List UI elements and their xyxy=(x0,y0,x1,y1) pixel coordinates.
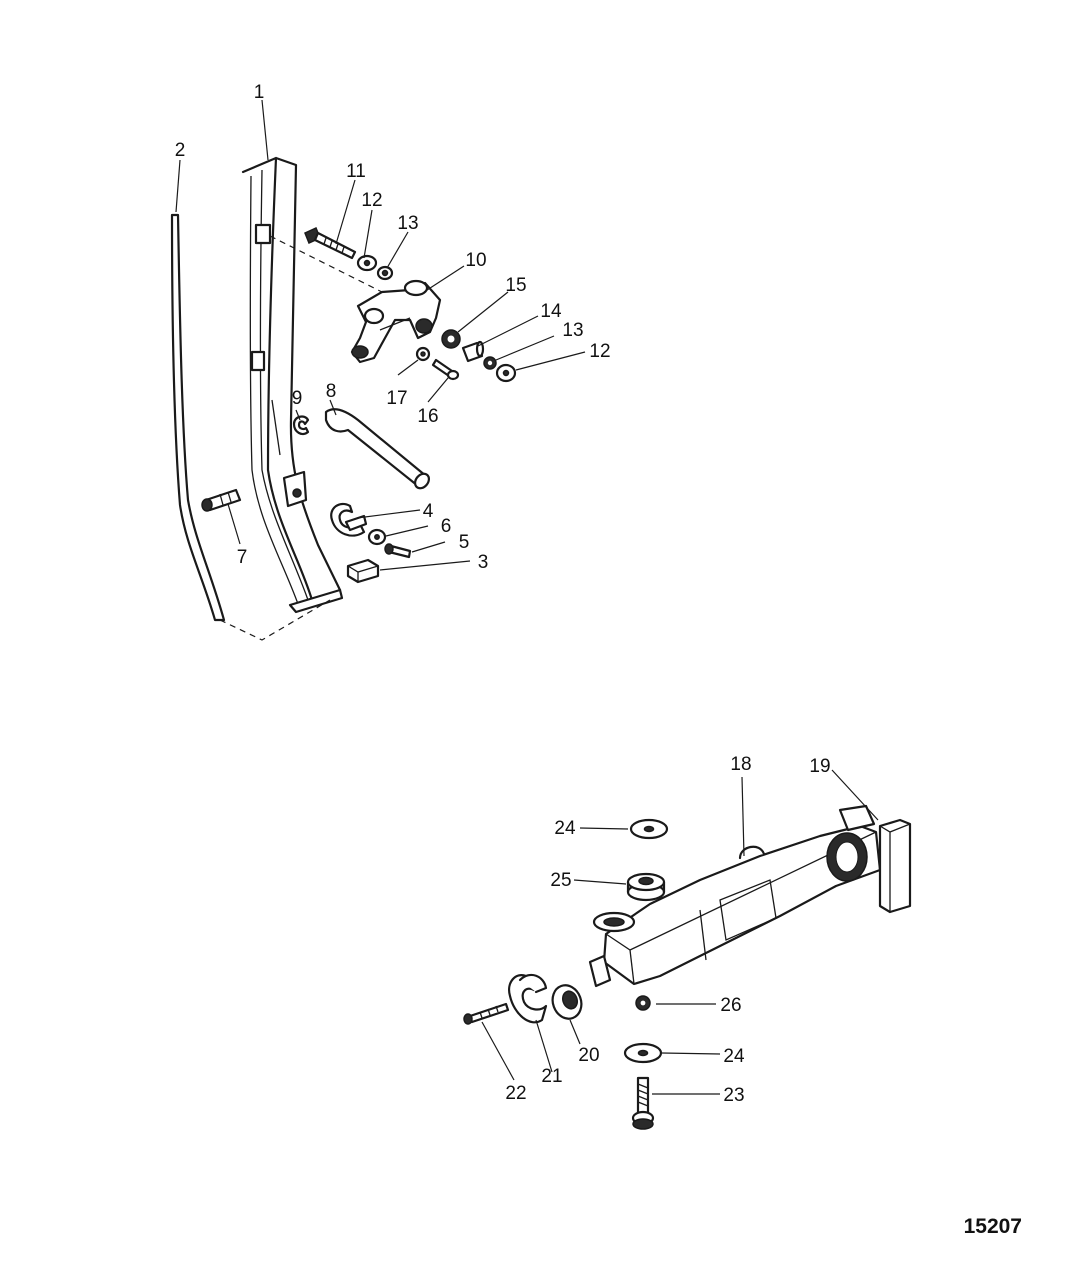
part-7-pin xyxy=(201,488,242,512)
callout-19: 19 xyxy=(809,756,830,777)
part-3-block xyxy=(346,558,380,584)
callout-7: 7 xyxy=(237,547,248,568)
part-26-nut xyxy=(635,995,651,1011)
part-20-grommet xyxy=(551,984,583,1020)
callout-10: 10 xyxy=(465,250,486,271)
part-24-washer-lower xyxy=(623,1042,663,1064)
part-4-clip xyxy=(330,502,368,537)
part-18-housing xyxy=(588,804,882,988)
part-21-clamp xyxy=(508,973,548,1024)
callout-22: 22 xyxy=(505,1083,526,1104)
callout-13-upper: 13 xyxy=(397,213,418,234)
part-5-screw xyxy=(384,543,412,559)
callout-4: 4 xyxy=(423,501,434,522)
assembly-line-bracket-to-yoke xyxy=(269,235,391,297)
part-10-yoke xyxy=(350,279,442,364)
callout-9: 9 xyxy=(292,388,303,409)
callout-3: 3 xyxy=(478,552,489,573)
callout-15: 15 xyxy=(505,275,526,296)
callout-13-right: 13 xyxy=(562,320,583,341)
leader-lines xyxy=(175,99,879,1095)
callout-26: 26 xyxy=(720,995,741,1016)
part-23-bolt xyxy=(631,1076,655,1130)
callout-25: 25 xyxy=(550,870,571,891)
callout-6: 6 xyxy=(441,516,452,537)
part-19-pad xyxy=(878,818,912,914)
figure-number: 15207 xyxy=(964,1215,1022,1238)
part-12-washer-right xyxy=(495,363,517,383)
callout-20: 20 xyxy=(578,1045,599,1066)
part-2-rod xyxy=(170,213,226,622)
callout-17: 17 xyxy=(386,388,407,409)
part-13-nut-upper xyxy=(376,265,394,281)
part-15-bushing xyxy=(441,329,461,349)
assembly-line-rod-to-arm xyxy=(219,599,331,641)
callout-24-lower: 24 xyxy=(723,1046,745,1067)
part-22-screw xyxy=(463,1002,510,1025)
callout-16: 16 xyxy=(417,406,438,427)
callout-18: 18 xyxy=(730,754,751,775)
part-25-grommet xyxy=(626,872,666,902)
callout-2: 2 xyxy=(175,140,186,161)
callout-labels: 1 2 11 12 13 10 15 14 13 12 17 16 9 8 4 … xyxy=(175,82,831,1106)
part-1-bracket-arm xyxy=(241,156,344,614)
part-14-sleeve xyxy=(461,340,485,363)
part-6-washer xyxy=(367,528,387,546)
part-11-bolt xyxy=(304,226,357,260)
callout-12-upper: 12 xyxy=(361,190,382,211)
callout-1: 1 xyxy=(254,82,265,103)
part-13-nut-right xyxy=(483,356,497,370)
part-24-washer-upper xyxy=(629,818,669,840)
callout-5: 5 xyxy=(459,532,470,553)
callout-21: 21 xyxy=(541,1066,562,1087)
callout-11: 11 xyxy=(346,161,366,182)
callout-8: 8 xyxy=(326,381,337,402)
callout-14: 14 xyxy=(540,301,562,322)
part-17-washer xyxy=(415,346,431,362)
part-9-clip xyxy=(292,415,310,436)
part-16-screw xyxy=(431,358,460,381)
part-8-tube xyxy=(324,408,430,490)
callout-12-right: 12 xyxy=(589,341,610,362)
callout-23: 23 xyxy=(723,1085,744,1106)
callout-24-upper: 24 xyxy=(554,818,576,839)
